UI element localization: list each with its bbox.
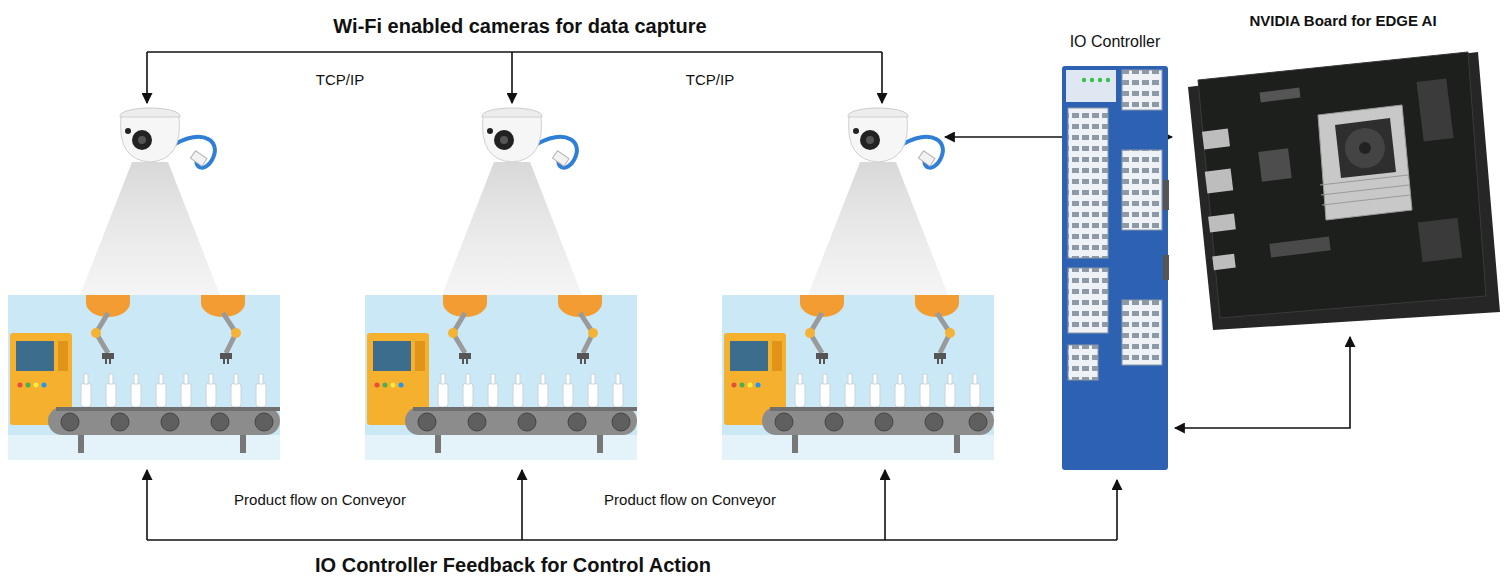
port [1202,128,1230,149]
heading-wrap: NVIDIA Board for EDGE AI [1183,12,1503,30]
status-led [1106,78,1110,82]
bottom-bracket [147,470,1117,540]
nvidia-board [1188,52,1500,330]
header-pins [1260,88,1301,103]
terminal-block [1122,70,1162,110]
status-led [1098,78,1102,82]
conveyor-illustration [365,295,637,460]
bracket-arrow [1116,480,1118,540]
side-connector [1163,180,1169,210]
protocol-label: TCP/IP [316,71,364,89]
protocol-label: TCP/IP [686,71,734,89]
io-housing [1062,66,1168,470]
fan-hub [1359,142,1371,154]
bracket-line [147,539,1117,541]
io-controller-device [1062,66,1169,470]
flow-label: Product flow on Conveyor [234,491,406,509]
terminal-pins [1068,108,1108,258]
fin [1322,195,1410,205]
conveyor-illustration [722,295,994,460]
fan [1345,128,1385,168]
side-connector [1163,255,1169,280]
flow-label: Product flow on Conveyor [604,491,776,509]
heatsink [1318,105,1412,220]
fin [1320,175,1408,185]
heatsink-fins [1320,175,1410,205]
chip [1258,148,1291,181]
camera-icon [482,108,577,168]
chip [1269,236,1330,257]
terminal-pins [1068,345,1098,380]
chip [1416,78,1453,141]
top-bracket [147,52,882,103]
chip [1418,218,1463,263]
bracket-arrow [146,52,148,103]
camera-view-cone [442,162,582,295]
io-controller: IO Controller [1059,32,1171,475]
bracket-arrow [521,470,523,540]
terminal-pins [1068,268,1108,333]
fan-housing [1335,118,1396,178]
port [1205,168,1233,193]
terminal-block [1068,345,1098,380]
device-heading: IO Controller [1070,32,1161,51]
terminal-block [1068,108,1108,258]
conveyor-illustration [8,295,280,460]
device-heading: NVIDIA Board for EDGE AI [1249,12,1436,30]
terminal-block [1068,268,1108,333]
board-base-plate [1188,52,1500,330]
status-led [1082,78,1086,82]
terminal-pins [1122,150,1162,230]
bracket-arrow [884,470,886,540]
port [1208,213,1236,232]
camera-view-cone [80,162,220,295]
camera-view-cone [808,162,948,295]
edge-ai-board: NVIDIA Board for EDGE AI [1183,12,1503,334]
bracket-arrow [146,470,148,540]
fin [1321,185,1409,195]
camera-icon [848,108,943,168]
status-led [1090,78,1094,82]
terminal-block [1122,150,1162,230]
connector [1175,337,1350,428]
camera-icon [120,108,215,168]
bracket-label: Wi-Fi enabled cameras for data capture [333,14,706,38]
io-status-panel [1066,70,1116,102]
bracket-arrow [511,52,513,103]
heading-wrap: IO Controller [1059,32,1171,51]
pcb [1198,52,1486,318]
bracket-arrow [881,52,883,103]
terminal-block [1122,300,1162,365]
bracket-label: IO Controller Feedback for Control Actio… [315,553,711,577]
bracket-line [147,51,882,53]
port [1212,254,1236,271]
terminal-pins [1122,300,1162,365]
terminal-pins [1122,70,1162,110]
